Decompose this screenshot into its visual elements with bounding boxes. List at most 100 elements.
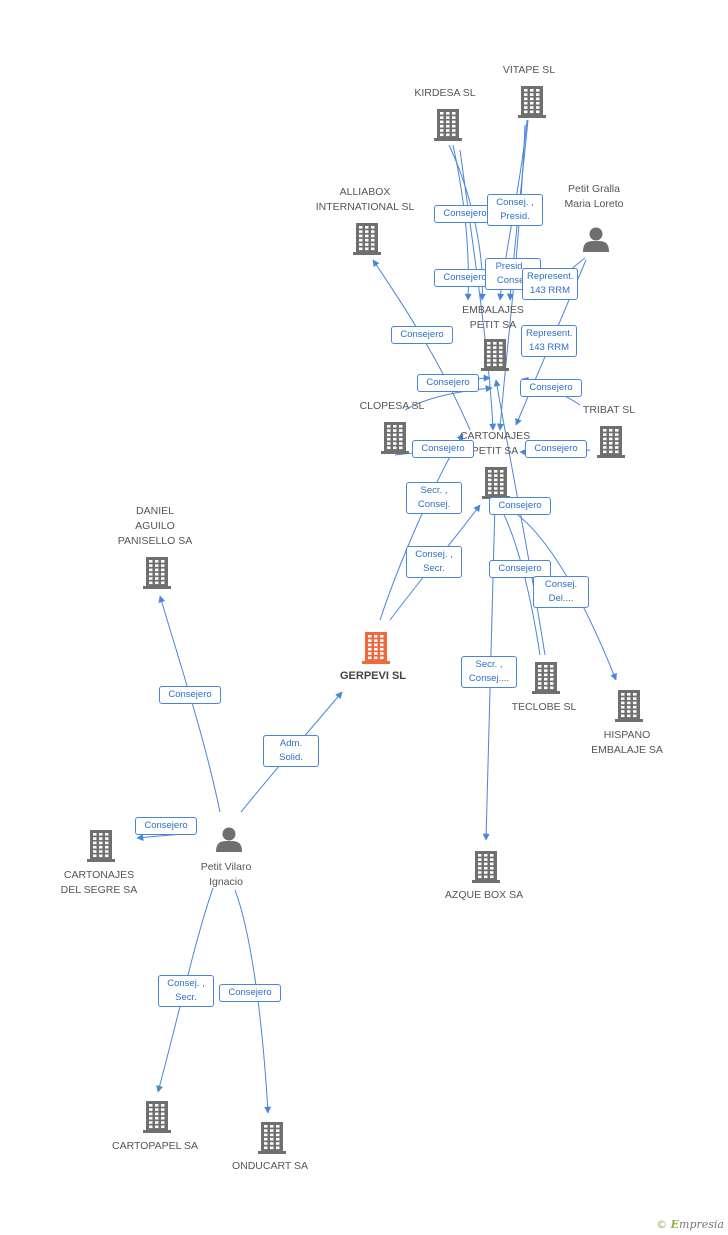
relation-label-line: Consej.... bbox=[468, 673, 510, 684]
company-label-cartopapel[interactable]: CARTOPAPEL SA bbox=[105, 1139, 205, 1154]
relation-label-line: Secr. bbox=[175, 992, 197, 1003]
building-icon[interactable] bbox=[353, 223, 381, 255]
company-label-gerpevi[interactable]: GERPEVI SL bbox=[328, 669, 418, 684]
relation-label[interactable]: Consejero bbox=[391, 326, 453, 344]
building-icon[interactable] bbox=[434, 109, 462, 141]
node-label-line: DANIEL bbox=[136, 505, 174, 517]
node-label-line: CARTONAJES bbox=[459, 430, 531, 442]
node-label-line: CLOPESA SL bbox=[359, 400, 425, 412]
node-label-line: Ignacio bbox=[209, 876, 243, 888]
relation-label[interactable]: Consej. Del.... bbox=[533, 576, 589, 608]
relation-label-line: Secr. bbox=[423, 563, 445, 574]
node-label-line: AZQUE BOX SA bbox=[444, 889, 524, 901]
company-label-tribat[interactable]: TRIBAT SL bbox=[564, 403, 654, 418]
relation-label-line: Consejero bbox=[421, 443, 465, 454]
building-icon[interactable] bbox=[481, 339, 509, 371]
building-icon[interactable] bbox=[87, 830, 115, 862]
relation-edge bbox=[234, 889, 272, 1114]
relation-label-line: Solid. bbox=[279, 752, 303, 763]
relation-label-line: Consejero bbox=[426, 377, 470, 388]
node-label-line: CARTONAJES bbox=[63, 869, 135, 881]
relation-label[interactable]: Consejero bbox=[412, 440, 474, 458]
company-label-ondacart[interactable]: ONDUCART SA bbox=[220, 1159, 320, 1174]
building-icon[interactable] bbox=[615, 690, 643, 722]
relation-label[interactable]: Represent.143 RRM bbox=[521, 325, 577, 357]
company-label-vitape[interactable]: VITAPE SL bbox=[484, 63, 574, 78]
relation-label-line: Secr. , bbox=[475, 659, 503, 670]
node-label-line: Maria Loreto bbox=[564, 198, 624, 210]
node-label-line: ONDUCART SA bbox=[231, 1160, 309, 1172]
company-label-cartonajes-segre[interactable]: CARTONAJES DEL SEGRE SA bbox=[49, 868, 149, 898]
company-label-embalajes-petit[interactable]: EMBALAJES PETIT SA bbox=[448, 303, 538, 333]
node-label-line: DEL SEGRE SA bbox=[60, 884, 138, 896]
relation-label[interactable]: Secr. ,Consej. bbox=[406, 482, 462, 514]
relation-label[interactable]: Consejero bbox=[417, 374, 479, 392]
relation-edge bbox=[158, 595, 221, 813]
building-icon[interactable] bbox=[143, 557, 171, 589]
company-label-kirdesa[interactable]: KIRDESA SL bbox=[400, 86, 490, 101]
node-label-line: HISPANO bbox=[603, 729, 651, 741]
node-label-line: PANISELLO SA bbox=[117, 535, 193, 547]
company-label-azque[interactable]: AZQUE BOX SA bbox=[434, 888, 534, 903]
company-label-hispano[interactable]: HISPANO EMBALAJE SA bbox=[577, 728, 677, 758]
relation-label-line: Presid. bbox=[500, 211, 530, 222]
relation-label[interactable]: Adm. Solid. bbox=[263, 735, 319, 767]
person-icon[interactable] bbox=[583, 227, 609, 253]
relation-label-line: Represent. bbox=[527, 271, 574, 282]
company-label-clopesa[interactable]: CLOPESA SL bbox=[347, 399, 437, 414]
relation-label-line: Consejero bbox=[228, 987, 272, 998]
relation-edge bbox=[459, 149, 497, 431]
node-label-line: EMBALAJES bbox=[462, 304, 524, 316]
relation-label-line: Consej. , bbox=[496, 197, 534, 208]
relation-label[interactable]: Represent.143 RRM bbox=[522, 268, 578, 300]
relation-label[interactable]: Consejero bbox=[135, 817, 197, 835]
node-label-line: Petit Vilaro bbox=[200, 861, 252, 873]
node-label-line: ALLIABOX bbox=[339, 186, 391, 198]
relation-label[interactable]: Consejero bbox=[489, 497, 551, 515]
building-icon[interactable] bbox=[597, 426, 625, 458]
relation-label-line: Presid. , bbox=[495, 261, 531, 272]
building-icon[interactable] bbox=[362, 632, 390, 664]
company-label-teclobe[interactable]: TECLOBE SL bbox=[499, 700, 589, 715]
relation-label[interactable]: Consejero bbox=[219, 984, 281, 1002]
relation-label[interactable]: Secr. , Consej.... bbox=[461, 656, 517, 688]
relation-label-line: Consejero bbox=[443, 208, 487, 219]
relation-label-line: Consej. , bbox=[167, 978, 205, 989]
relation-label-line: Consejero bbox=[498, 563, 542, 574]
building-icon[interactable] bbox=[258, 1122, 286, 1154]
company-label-alliabox[interactable]: ALLIABOX INTERNATIONAL SL bbox=[305, 185, 425, 215]
building-icon[interactable] bbox=[381, 422, 409, 454]
building-icon[interactable] bbox=[482, 467, 510, 499]
relation-edge bbox=[404, 385, 493, 411]
relation-label-line: Adm. bbox=[279, 738, 303, 749]
relation-label[interactable]: Consejero bbox=[159, 686, 221, 704]
node-label-line: INTERNATIONAL SL bbox=[315, 201, 415, 213]
node-label-line: PETIT SA bbox=[469, 319, 517, 331]
building-icon[interactable] bbox=[532, 662, 560, 694]
node-label-line: EMBALAJE SA bbox=[591, 744, 663, 756]
relation-edge bbox=[379, 433, 464, 621]
relation-label[interactable]: Consejero bbox=[489, 560, 551, 578]
relation-label[interactable]: Consej. ,Secr. bbox=[406, 546, 462, 578]
relation-label-line: Del.... bbox=[548, 593, 574, 604]
relation-label[interactable]: Consejero bbox=[520, 379, 582, 397]
relation-label[interactable]: Consejero bbox=[525, 440, 587, 458]
person-icon[interactable] bbox=[216, 827, 242, 853]
relation-label-line: Consej. bbox=[544, 579, 578, 590]
node-label-line: KIRDESA SL bbox=[414, 87, 476, 99]
relation-label-line: Consejero bbox=[529, 382, 573, 393]
relation-label[interactable]: Consej. , Presid. bbox=[487, 194, 543, 226]
building-icon[interactable] bbox=[518, 86, 546, 118]
relation-label-line: Consejero bbox=[400, 329, 444, 340]
building-icon[interactable] bbox=[472, 851, 500, 883]
relation-label-line: Consejero bbox=[534, 443, 578, 454]
node-label-line: GERPEVI SL bbox=[339, 670, 407, 682]
relation-label[interactable]: Consej. , Secr. bbox=[158, 975, 214, 1007]
node-label-line: VITAPE SL bbox=[502, 64, 556, 76]
relation-edge bbox=[482, 502, 496, 841]
building-icon[interactable] bbox=[143, 1101, 171, 1133]
